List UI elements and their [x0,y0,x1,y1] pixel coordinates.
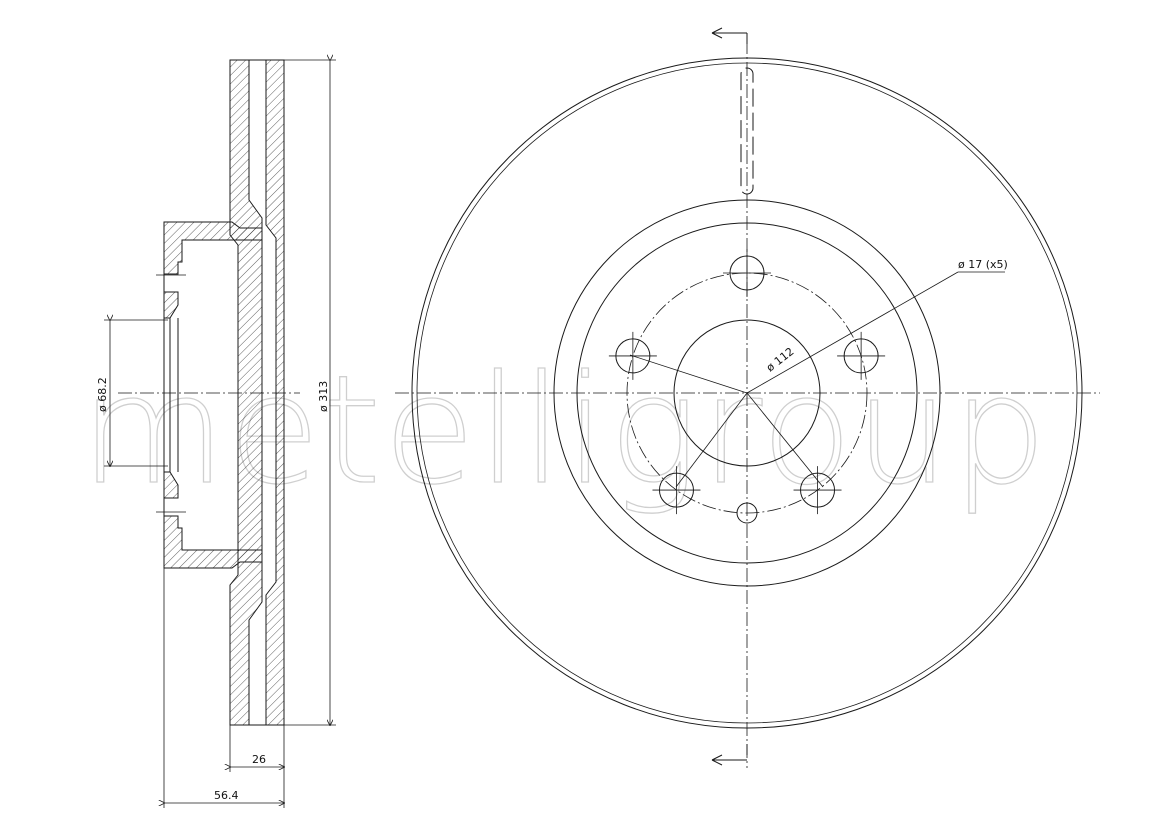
right-friction-plate [265,59,285,726]
center-bore-dimension: ø 68.2 [96,377,109,412]
hub-section-top [163,221,263,275]
hub-section-bottom [163,515,263,569]
watermark: metelligroup [80,344,1049,518]
height-dimension: 56.4 [214,789,239,802]
bolt-hole-dimension: ø 17 (x5) [958,258,1008,271]
vent-slot [740,67,754,195]
bolt-hole-crosshair [793,466,842,515]
bolt-hole-crosshair [652,466,701,515]
thickness-dimension: 26 [252,753,266,766]
outer-diameter-dimension: ø 313 [317,381,330,412]
bolt-hole-crosshair [837,331,886,380]
side-section-view: ø 68.2 ø 313 26 56.4 [96,60,336,808]
